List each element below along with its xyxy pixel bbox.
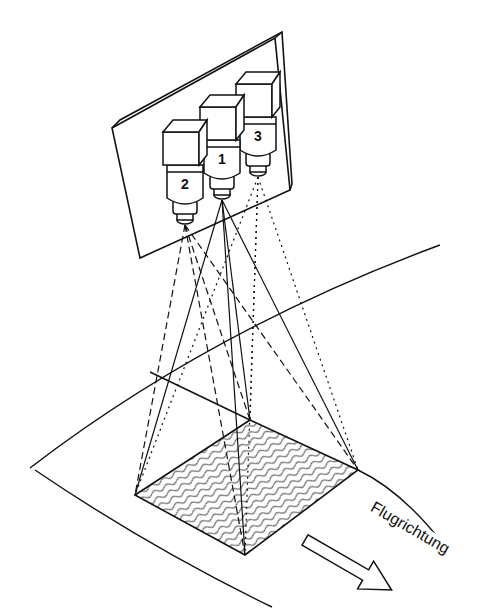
view-ray [185,225,250,420]
callout-number: 1 [218,152,226,166]
camera-block [112,32,292,258]
direction-arrow [302,535,392,590]
view-ray [135,225,185,495]
callout-number: 3 [254,129,262,143]
callout-number: 2 [181,177,189,191]
camera-ring [204,146,240,148]
view-ray [258,177,358,470]
camera-ring [240,123,276,125]
camera-head-side [236,95,244,140]
camera-body [240,117,276,156]
view-ray [222,200,250,420]
camera-head [163,132,199,165]
camera-head-side [199,120,207,165]
view-ray [250,177,258,420]
camera [200,95,244,199]
camera [163,120,207,224]
ground-footprint [135,420,358,555]
camera-head-side [272,72,280,117]
camera-ring [167,171,203,173]
camera-body [167,165,203,204]
view-rays [135,177,358,555]
camera-body [204,140,240,179]
cameras [163,72,280,224]
camera [236,72,280,176]
